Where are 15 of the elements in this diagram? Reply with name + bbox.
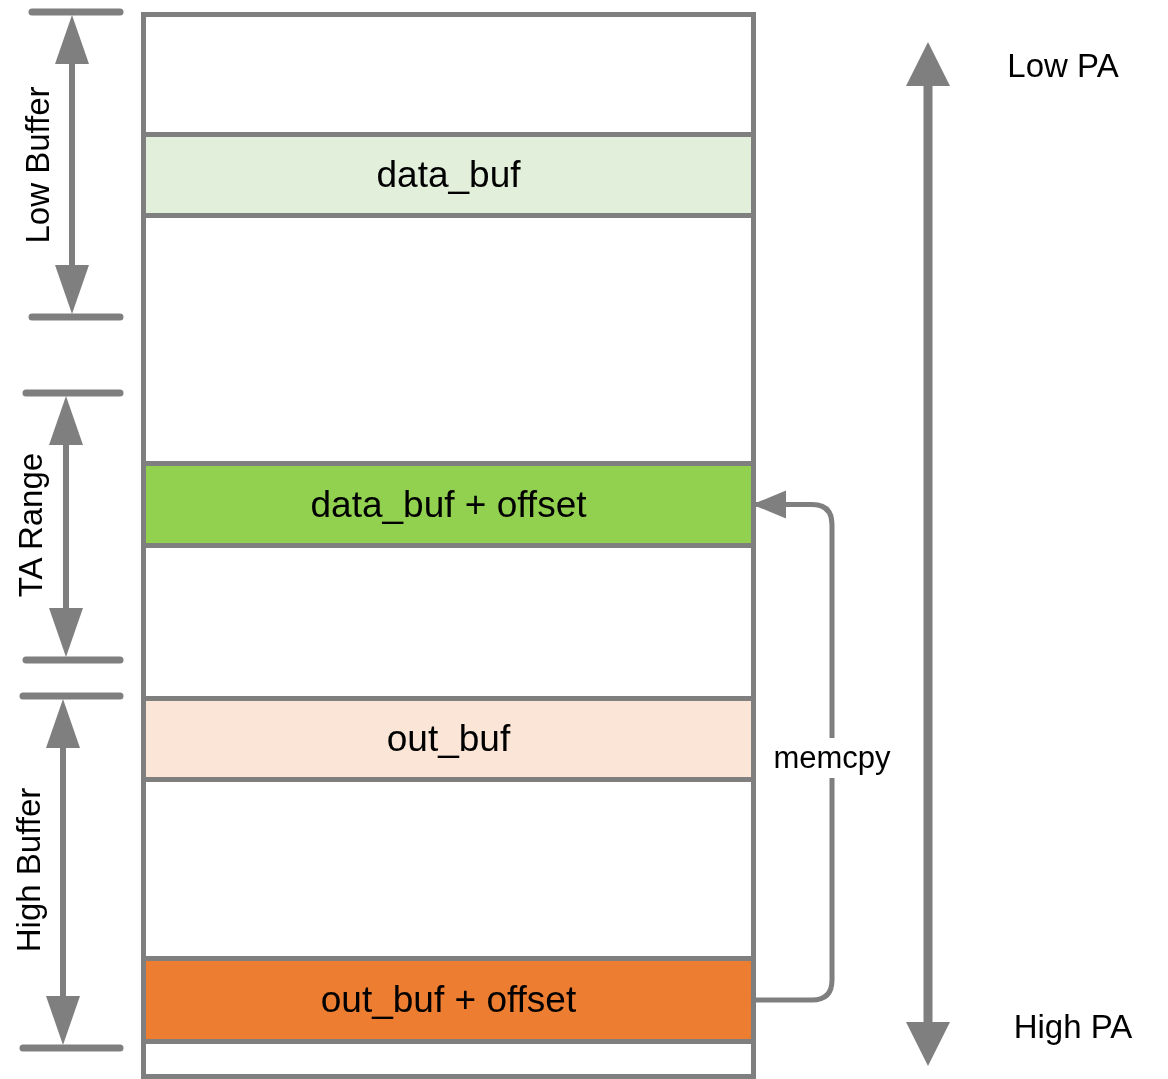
edge-label: memcpy <box>773 738 891 778</box>
dimension-label: Low Buffer <box>19 86 57 244</box>
address-label: High PA <box>1013 1008 1133 1046</box>
buffer-label: data_buf + offset <box>310 483 587 526</box>
memory-region <box>146 956 751 1044</box>
memory-region <box>146 696 751 782</box>
buffer-label: data_buf <box>376 154 521 196</box>
memory-column <box>141 12 756 1079</box>
address-label: Low PA <box>1007 47 1119 85</box>
buffer-label: out_buf + offset <box>320 979 577 1021</box>
memory-region <box>146 132 751 218</box>
memory-region <box>146 461 751 548</box>
buffer-label: out_buf <box>386 718 511 760</box>
dimension-label: High Buffer <box>10 787 48 953</box>
dimension-label: TA Range <box>12 452 50 598</box>
